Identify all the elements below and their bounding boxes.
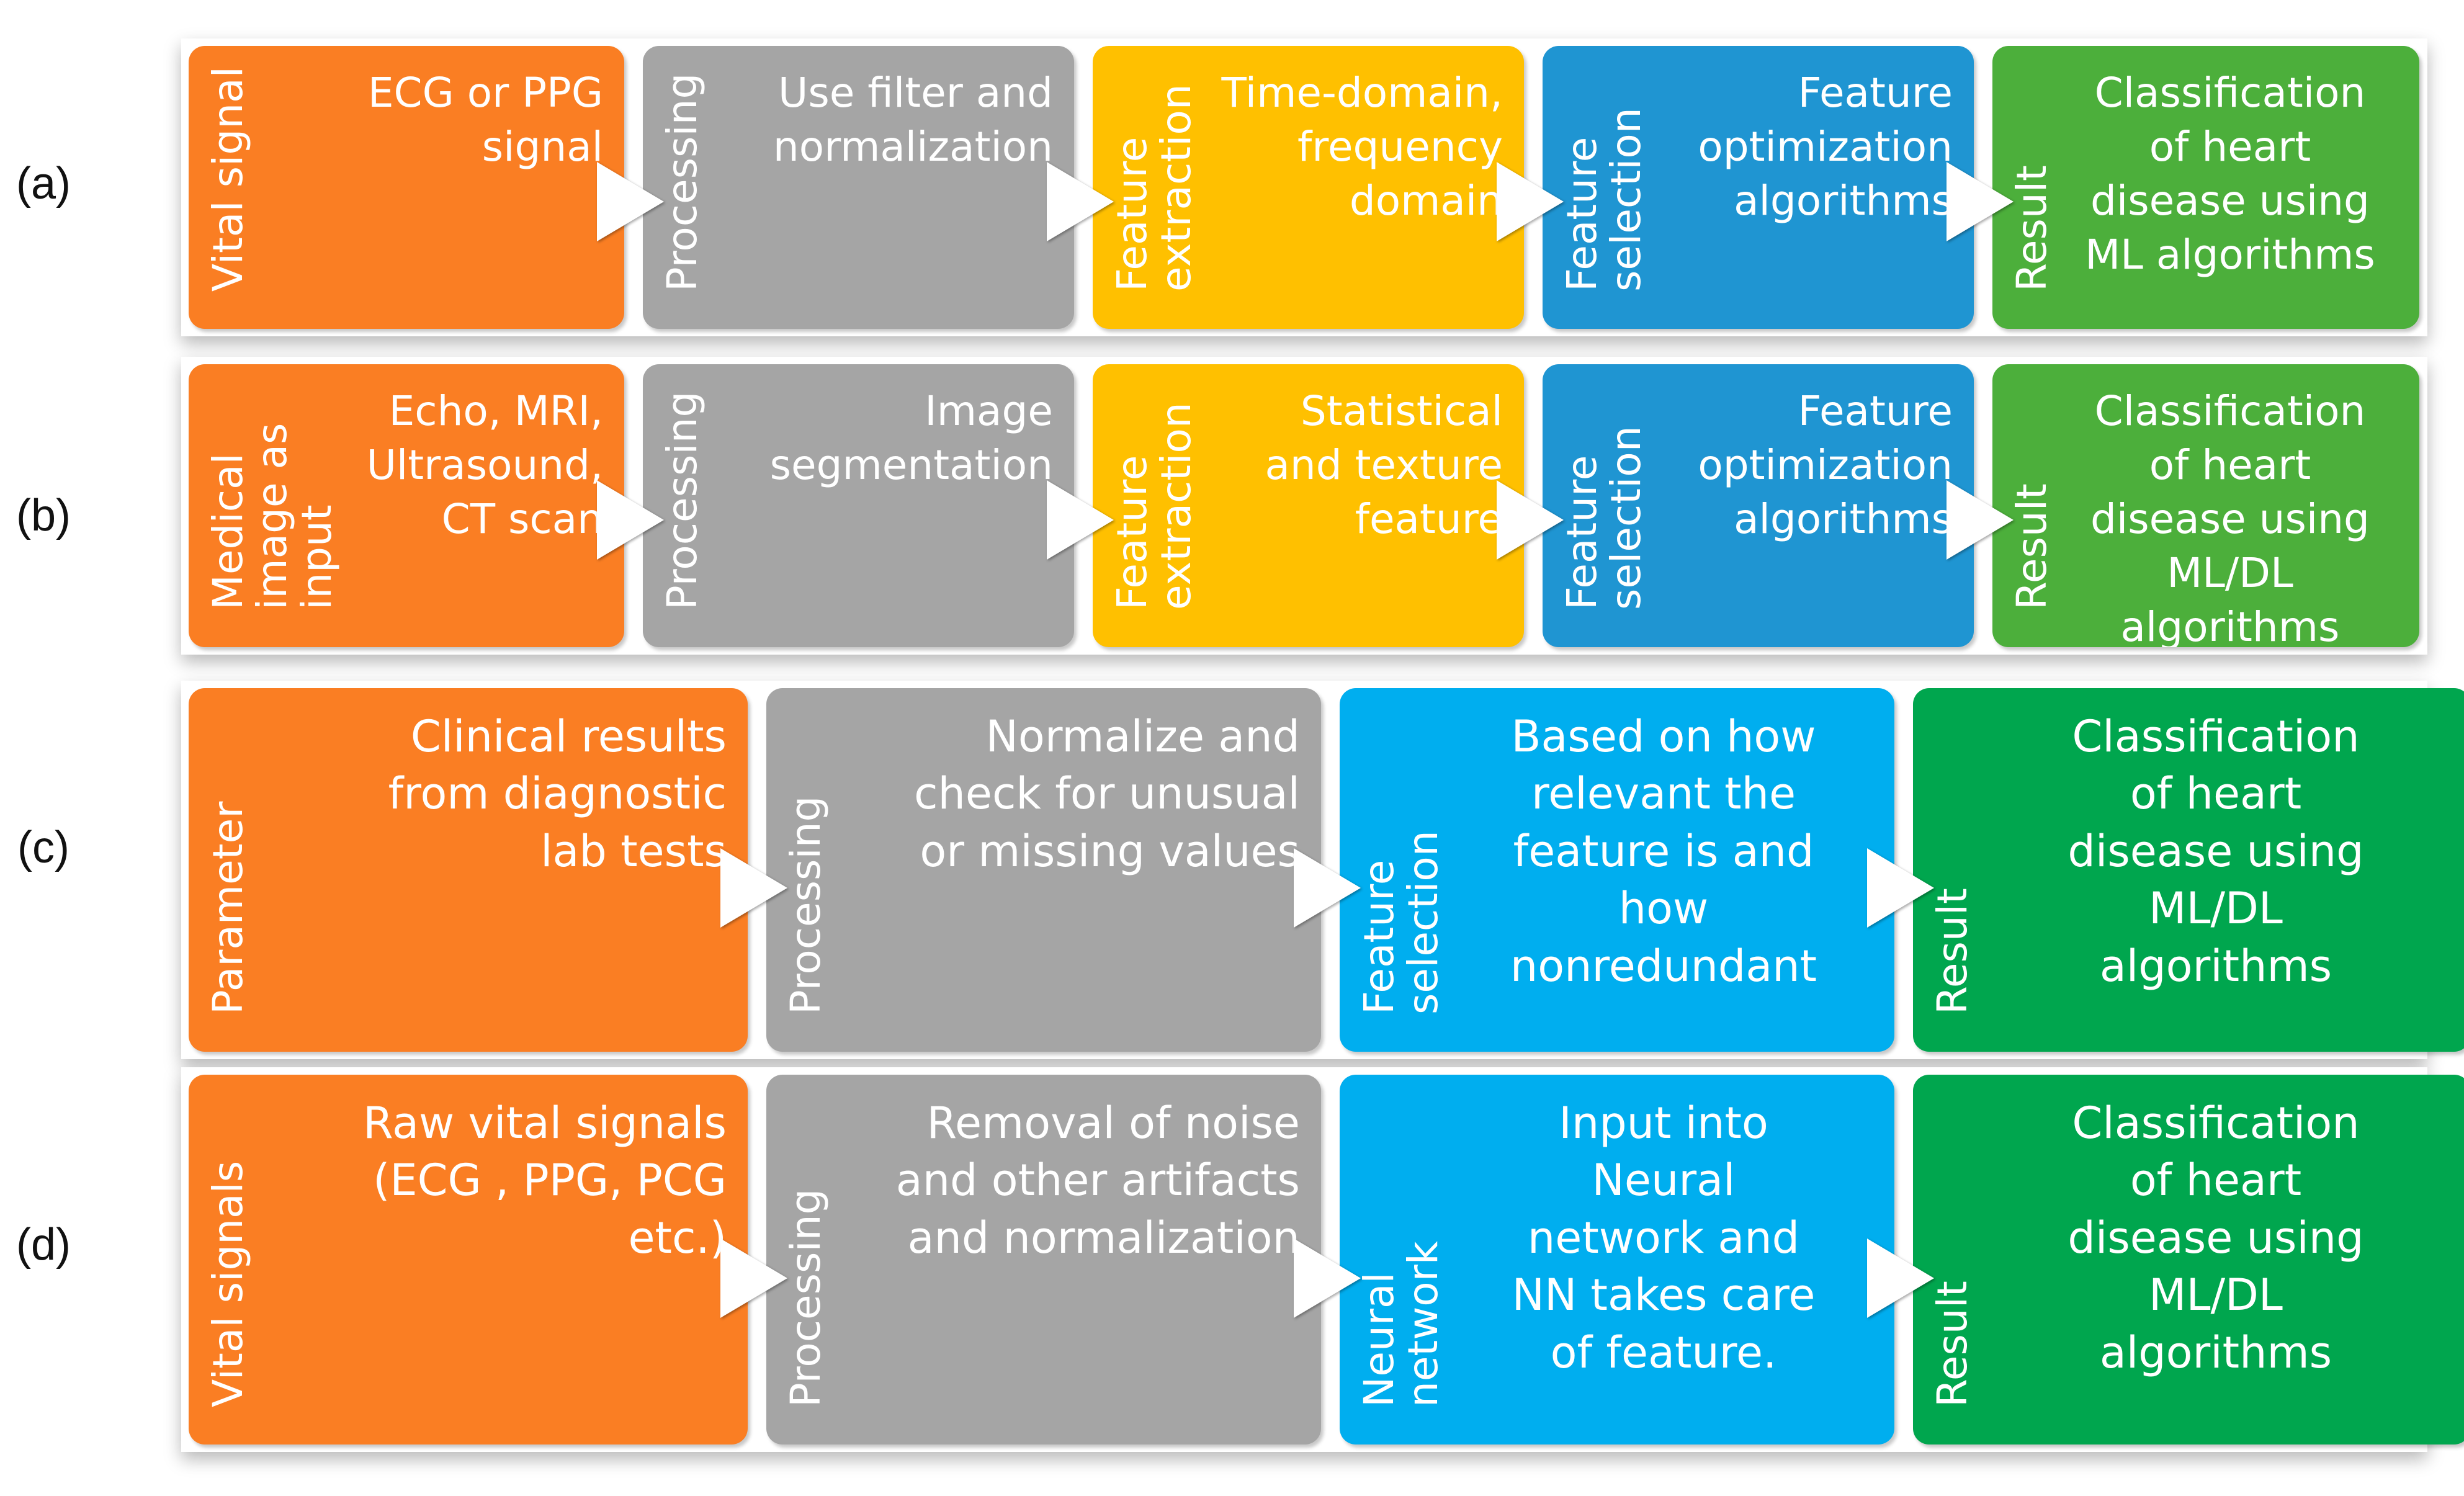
step-category-label: Parameter bbox=[204, 801, 252, 1015]
step-description: Input into Neural network and NN takes c… bbox=[1512, 1098, 1816, 1378]
flow-arrow-icon bbox=[1947, 161, 2014, 241]
step-description: Classification of heart disease using ML… bbox=[2090, 387, 2370, 647]
flow-arrow-icon bbox=[720, 1238, 787, 1318]
pipeline-step: Parameter Clinical results from diagnosti… bbox=[189, 688, 748, 1052]
step-category-label: Processing bbox=[782, 1188, 830, 1407]
step-category-label: Vital signal bbox=[204, 66, 252, 292]
step-description: Classification of heart disease using ML… bbox=[2068, 1098, 2364, 1378]
step-category-label: Result bbox=[1929, 1281, 1976, 1407]
pipeline-step: Vital signal ECG or PPG signal bbox=[189, 46, 624, 329]
pipeline-step: Neural network Input into Neural network … bbox=[1340, 1075, 1894, 1444]
step-description: Removal of noise and other artifacts and… bbox=[895, 1098, 1300, 1263]
pipeline-step: Processing Image segmentation bbox=[643, 364, 1074, 647]
flow-arrow-icon bbox=[1294, 848, 1361, 928]
flow-arrow-icon bbox=[1047, 161, 1114, 241]
step-description: Based on how relevant the feature is and… bbox=[1510, 711, 1817, 992]
step-description: Raw vital signals (ECG , PPG, PCG etc.) bbox=[363, 1098, 727, 1263]
step-description: Clinical results from diagnostic lab tes… bbox=[388, 711, 727, 877]
step-category-label: Feature selection bbox=[1558, 426, 1651, 610]
step-category-label: Processing bbox=[782, 795, 830, 1015]
flow-arrow-icon bbox=[1867, 1238, 1934, 1318]
flow-arrow-icon bbox=[1497, 480, 1564, 560]
step-description: Classification of heart disease using ML… bbox=[2085, 69, 2375, 279]
pipeline-step: Feature selection Based on how relevant t… bbox=[1340, 688, 1894, 1052]
step-category-label: Processing bbox=[658, 391, 706, 610]
row-label: (a) bbox=[16, 159, 71, 208]
step-description: Feature optimization algorithms bbox=[1698, 387, 1953, 544]
flow-arrow-icon bbox=[1497, 161, 1564, 241]
pipeline-row: Vital signals Raw vital signals (ECG , PP… bbox=[181, 1067, 2464, 1452]
step-category-label: Feature selection bbox=[1558, 107, 1651, 292]
step-description: Echo, MRI, Ultrasound, CT scan bbox=[366, 387, 603, 544]
flow-arrow-icon bbox=[1047, 480, 1114, 560]
step-description: Normalize and check for unusual or missi… bbox=[914, 711, 1300, 877]
flow-arrow-icon bbox=[1294, 1238, 1361, 1318]
pipeline-step: Processing Normalize and check for unusua… bbox=[766, 688, 1321, 1052]
step-category-label: Processing bbox=[658, 73, 706, 292]
pipeline-step: Result Classification of heart disease us… bbox=[1992, 364, 2419, 647]
step-category-label: Result bbox=[2008, 165, 2056, 292]
pipeline-step: Vital signals Raw vital signals (ECG , PP… bbox=[189, 1075, 748, 1444]
step-category-label: Medical image as input bbox=[204, 423, 341, 610]
step-description: Use filter and normalization bbox=[773, 69, 1053, 171]
pipeline-step: Result Classification of heart disease us… bbox=[1913, 1075, 2464, 1444]
pipeline-row: Parameter Clinical results from diagnosti… bbox=[181, 681, 2464, 1059]
step-description: Time-domain, frequency domain bbox=[1221, 69, 1503, 225]
flow-arrow-icon bbox=[597, 161, 664, 241]
pipeline-step: Processing Use filter and normalization bbox=[643, 46, 1074, 329]
pipeline-step: Feature selection Feature optimization al… bbox=[1543, 46, 1974, 329]
step-category-label: Feature extraction bbox=[1108, 402, 1201, 610]
pipeline-row: Vital signal ECG or PPG signal Processing U… bbox=[181, 38, 2427, 336]
pipeline-step: Feature extraction Statistical and textur… bbox=[1093, 364, 1524, 647]
step-description: ECG or PPG signal bbox=[367, 69, 603, 171]
flow-arrow-icon bbox=[1867, 848, 1934, 928]
step-category-label: Feature extraction bbox=[1108, 84, 1201, 292]
flow-arrow-icon bbox=[1947, 480, 2014, 560]
pipeline-step: Feature selection Feature optimization al… bbox=[1543, 364, 1974, 647]
step-description: Feature optimization algorithms bbox=[1698, 69, 1953, 225]
row-label: (c) bbox=[17, 823, 69, 872]
pipeline-step: Result Classification of heart disease us… bbox=[1913, 688, 2464, 1052]
step-category-label: Feature selection bbox=[1355, 830, 1448, 1015]
flow-arrow-icon bbox=[720, 848, 787, 928]
row-label: (b) bbox=[16, 491, 71, 540]
step-category-label: Result bbox=[1929, 888, 1976, 1015]
step-description: Image segmentation bbox=[769, 387, 1053, 490]
step-description: Statistical and texture feature bbox=[1265, 387, 1503, 544]
flow-arrow-icon bbox=[597, 480, 664, 560]
pipeline-step: Result Classification of heart disease us… bbox=[1992, 46, 2419, 329]
row-label: (d) bbox=[16, 1220, 71, 1270]
step-category-label: Vital signals bbox=[204, 1160, 252, 1407]
step-description: Classification of heart disease using ML… bbox=[2068, 711, 2364, 992]
step-category-label: Result bbox=[2008, 483, 2056, 610]
step-category-label: Neural network bbox=[1355, 1240, 1448, 1407]
pipeline-step: Processing Removal of noise and other art… bbox=[766, 1075, 1321, 1444]
